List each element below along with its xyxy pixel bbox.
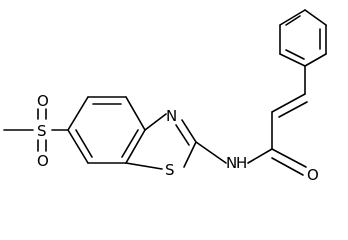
- atom-n-amide: N: [226, 154, 237, 172]
- bond-c-o-double: [271, 157, 304, 176]
- bond-c-o: [271, 148, 307, 168]
- bond-benz-6: [67, 129, 89, 164]
- structure-drawing: O S O N S N H O: [3, 9, 327, 184]
- atom-s-sulfonyl: S: [37, 122, 47, 140]
- bond-ph-6: [279, 53, 306, 67]
- bond-benz-inner-3: [75, 129, 93, 158]
- bond-nh-co: [247, 148, 273, 164]
- atom-h-amide: H: [236, 154, 247, 172]
- bond-vinyl-double: [271, 93, 306, 113]
- bond-s-c7a: [125, 162, 163, 170]
- bond-ph-inner-3: [285, 49, 305, 60]
- bond-benz-inner-2: [121, 129, 139, 158]
- bond-c2-s: [183, 141, 197, 168]
- bond-vinyl-double-2: [278, 101, 308, 118]
- molecule-diagram: O S O N S N H O: [3, 9, 327, 184]
- bond-benz-1: [67, 96, 89, 131]
- atom-o-sulfonyl-top: O: [37, 92, 49, 110]
- atom-o-carbonyl: O: [307, 166, 319, 184]
- atom-s-ring: S: [165, 161, 175, 179]
- bond-ph-4: [279, 9, 306, 26]
- bond-ph-inner-2: [285, 15, 301, 26]
- atom-n-ring: N: [166, 107, 177, 125]
- bond-c2-nh: [195, 141, 227, 164]
- bond-benz-4: [125, 129, 146, 164]
- bond-n-c2: [181, 119, 197, 143]
- bond-c3a-n: [144, 113, 167, 131]
- atom-o-sulfonyl-bottom: O: [37, 152, 49, 170]
- bond-ph-1: [304, 53, 327, 67]
- bond-benz-3: [125, 96, 146, 131]
- bond-n-c2-double: [175, 124, 190, 146]
- bond-ph-3: [304, 9, 327, 26]
